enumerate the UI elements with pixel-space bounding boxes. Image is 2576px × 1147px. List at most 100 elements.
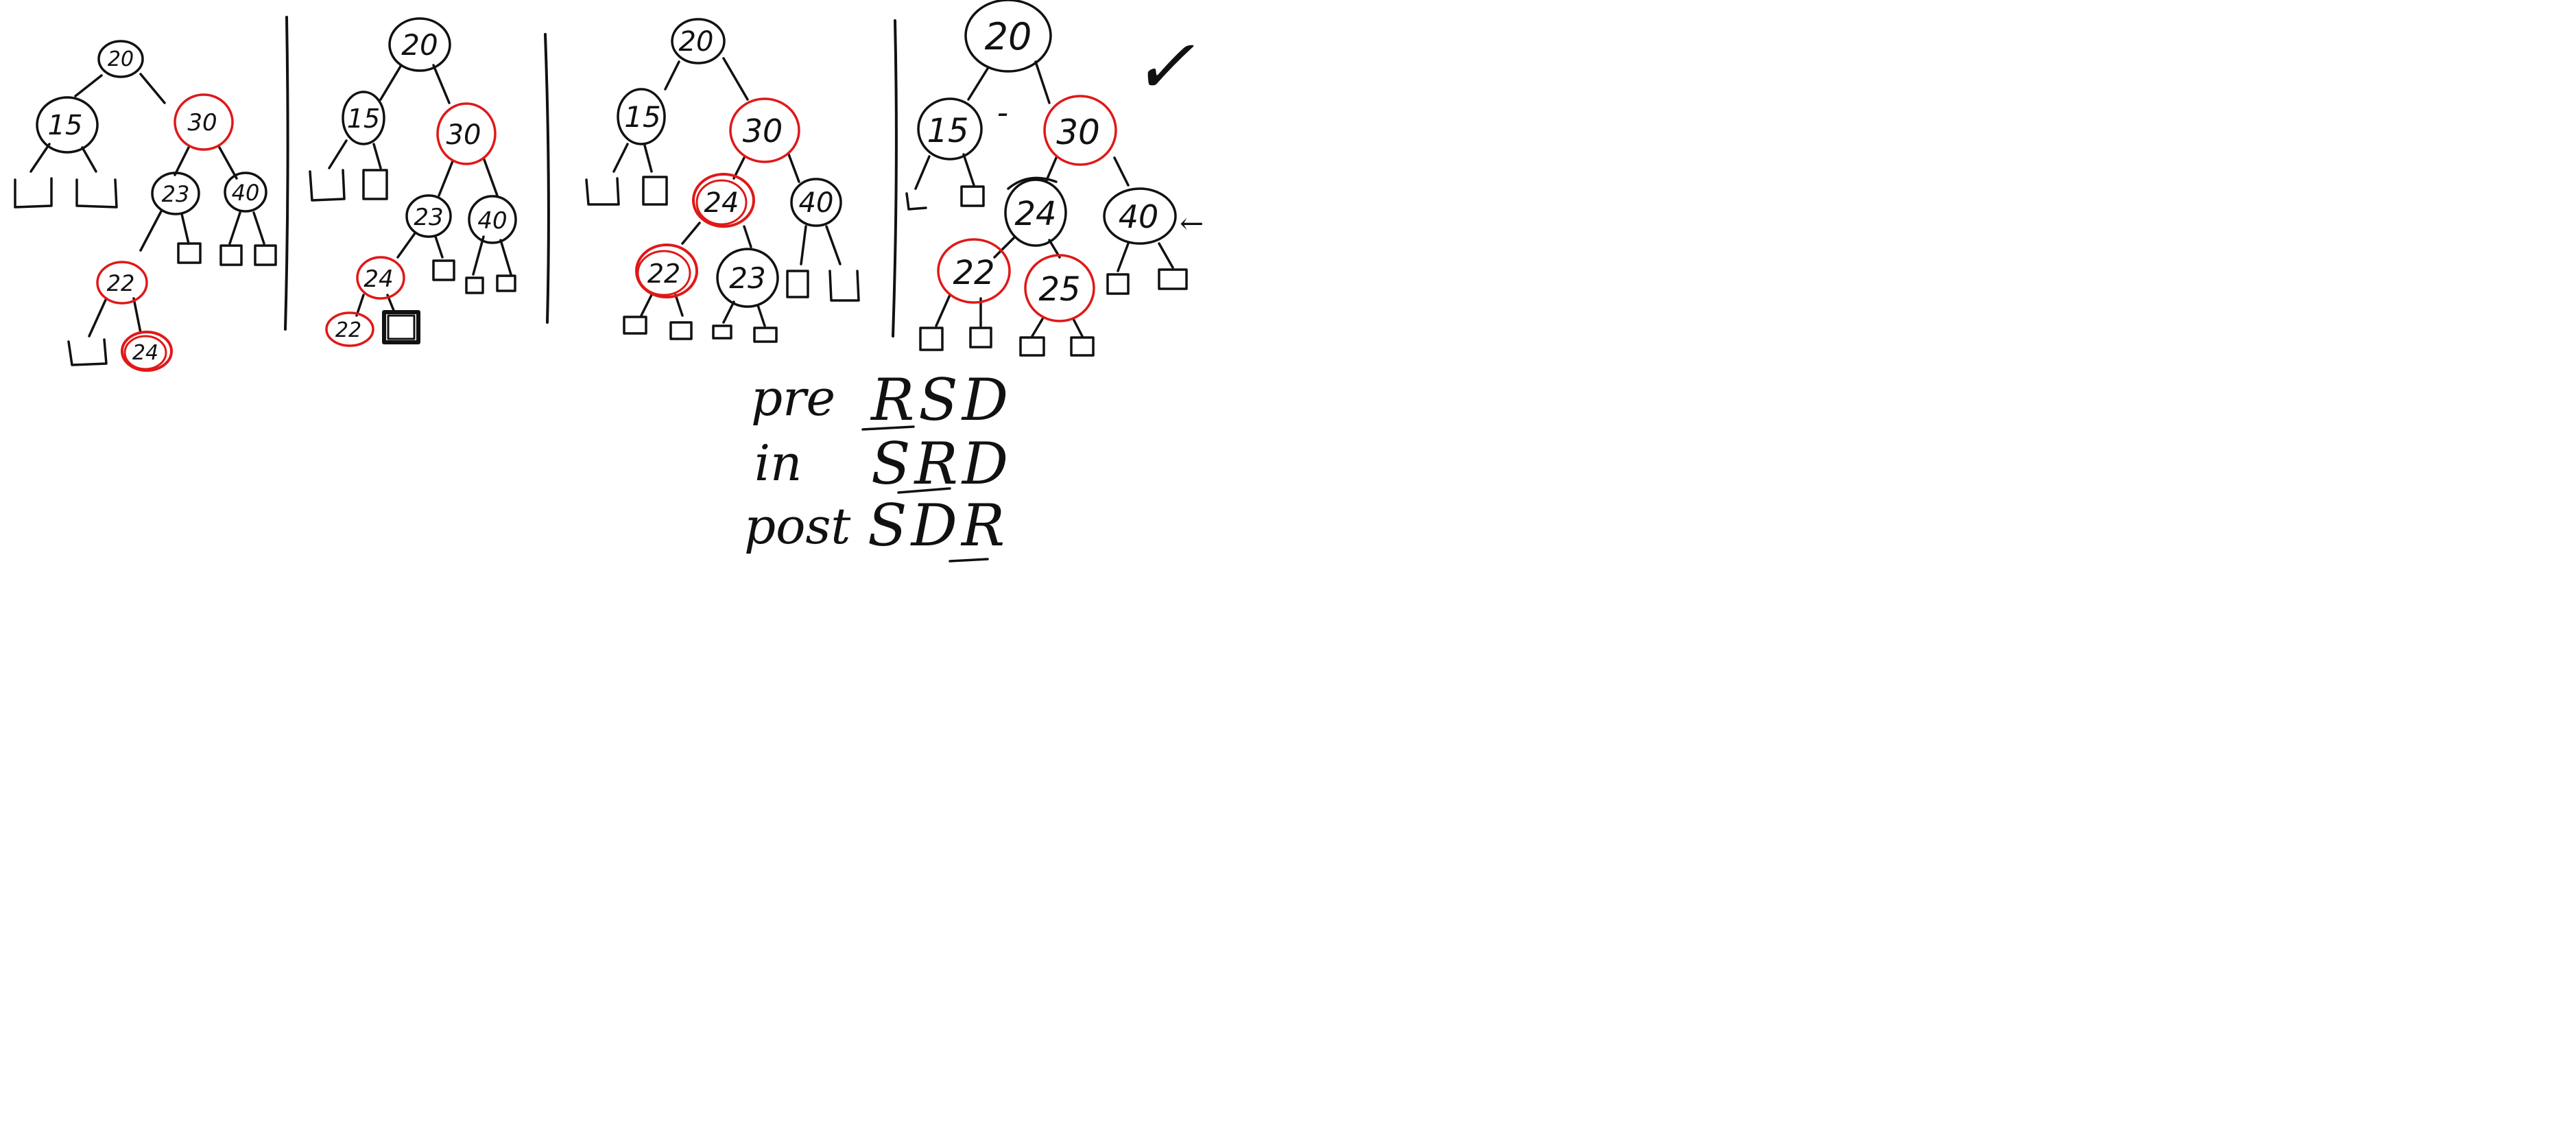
edge	[914, 155, 931, 190]
tree-3: 20 15 30 24 40 22 23	[585, 18, 860, 343]
dash-mark: -	[997, 93, 1008, 132]
node-label: 24	[1014, 195, 1056, 233]
node-label: 20	[985, 15, 1032, 58]
edge	[434, 235, 444, 259]
edge	[355, 294, 365, 317]
tree-4-node-15: 15	[917, 97, 983, 161]
traversal-order: SDR	[868, 492, 1009, 559]
traversal-name: in	[754, 434, 802, 492]
separator-2	[544, 33, 550, 324]
edge	[674, 294, 684, 317]
tree-3-node-20: 20	[671, 18, 726, 64]
edge	[174, 146, 190, 176]
node-label: 40	[477, 207, 507, 235]
edge	[1158, 242, 1174, 269]
traversal-name: post	[744, 497, 851, 555]
node-label: 15	[927, 112, 968, 150]
nil-leaf	[905, 192, 927, 211]
edge	[180, 213, 190, 245]
edge	[396, 232, 416, 259]
tree-1-nil-leaves	[14, 177, 277, 366]
edge	[1072, 318, 1084, 338]
edge	[438, 160, 454, 197]
edge	[139, 210, 163, 252]
tree-3-node-24: 24	[692, 173, 755, 228]
edge	[612, 143, 629, 173]
node-label: 30	[1056, 113, 1100, 152]
tree-4-node-25: 25	[1024, 254, 1095, 322]
nil-leaf	[828, 270, 860, 302]
nil-leaf	[786, 270, 809, 298]
edge	[967, 67, 989, 101]
node-label: 25	[1038, 270, 1080, 309]
edge	[800, 225, 807, 265]
node-label: 30	[446, 119, 481, 151]
tree-1-node-30: 30	[174, 93, 234, 151]
tree-2-node-22: 22	[325, 311, 374, 347]
nil-leaf	[177, 242, 202, 264]
node-label: 24	[704, 187, 739, 219]
node-label: 20	[679, 26, 714, 58]
tree-1-node-24: 24	[121, 331, 173, 372]
tree-2-node-24: 24	[356, 256, 405, 300]
edge	[379, 64, 403, 101]
nil-leaf	[254, 244, 277, 266]
node-label: 20	[401, 28, 438, 62]
edge	[1117, 242, 1130, 272]
tree-3-node-22: 22	[635, 244, 698, 298]
panel-separators	[284, 16, 898, 338]
nil-leaf	[1106, 273, 1130, 295]
edge	[756, 304, 766, 327]
edge	[722, 300, 735, 324]
tree-3-nil-leaves	[585, 176, 860, 343]
node-label: 15	[624, 100, 660, 134]
nil-leaf	[969, 327, 992, 348]
edge	[962, 153, 975, 187]
traversal-pre: pre RSD	[751, 366, 1008, 434]
tree-4-node-24: 24	[1004, 176, 1067, 247]
edge	[681, 222, 701, 245]
nil-leaf	[1019, 336, 1045, 357]
edge	[228, 211, 241, 245]
edge	[328, 139, 348, 169]
tree-2-node-40: 40	[468, 195, 517, 244]
edge	[664, 60, 680, 91]
nil-leaf	[362, 169, 388, 200]
node-label: 22	[335, 318, 361, 342]
edge	[252, 211, 265, 245]
node-label: 30	[743, 113, 783, 150]
separator-1	[284, 16, 289, 331]
tree-2: 20 15 30 23 40 24 22	[309, 17, 517, 347]
arrow-mark: ←	[1180, 206, 1204, 240]
traversal-in: in SRD	[754, 430, 1008, 497]
edge	[787, 153, 800, 183]
tree-4-node-30: 30	[1043, 95, 1117, 166]
nil-leaf	[465, 276, 484, 294]
nil-leaf	[919, 327, 944, 351]
separator-3	[892, 19, 898, 338]
nil-leaf	[387, 314, 416, 340]
edge	[139, 73, 166, 104]
tree-3-node-30: 30	[729, 97, 800, 163]
edge	[218, 146, 238, 180]
nil-leaf	[753, 327, 778, 343]
edge	[29, 143, 51, 173]
edge	[81, 146, 97, 173]
node-label: 22	[647, 259, 680, 289]
traversal-post: post SDR	[744, 492, 1009, 563]
tree-1-edges	[29, 73, 265, 338]
checkmark-icon: ✓	[1132, 23, 1195, 110]
tree-3-node-15: 15	[617, 88, 666, 145]
node-label: 23	[414, 204, 443, 231]
tree-2-edges	[328, 64, 512, 317]
nil-leaf	[219, 244, 243, 266]
edge	[743, 225, 752, 248]
nil-leaf	[432, 259, 455, 281]
edge	[74, 74, 103, 97]
underline-r	[861, 425, 915, 431]
tree-4-nil-leaves	[905, 185, 1188, 357]
tree-4: 20 15 30 24 40 22 25 - ← ✓	[905, 0, 1204, 357]
nil-leaf	[496, 274, 516, 292]
tree-4-edges	[914, 60, 1174, 338]
